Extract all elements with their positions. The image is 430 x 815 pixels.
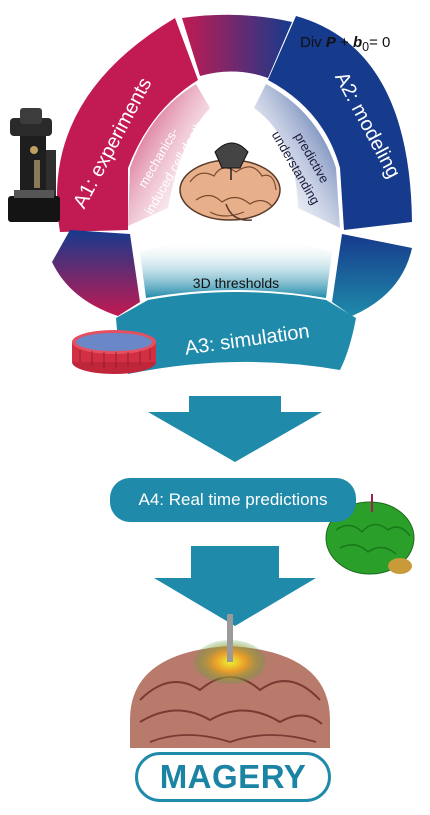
brain-surgery-photo-icon [130,614,330,748]
connector-left [52,230,140,316]
arrow-down-2 [154,546,316,626]
simulation-cylinder-icon [72,330,156,374]
a2-sector [268,16,412,230]
a2-inner-band [254,84,340,228]
a1-sector [56,18,198,232]
brain-with-indenter-icon [179,142,281,221]
microscope-instrument-icon [8,108,60,222]
arrow-down-1 [148,396,322,462]
a4-title: A4: Real time predictions [138,490,328,509]
connector-right [332,234,412,316]
magery-badge: MAGERY [135,752,331,802]
a4-pill: A4: Real time predictions [110,478,356,522]
green-brain-model-icon [325,494,415,575]
a1-inner-band [128,84,210,226]
a3-sublabel: 3D thresholds [193,275,279,291]
a3-sector [116,292,356,374]
brand-name: MAGERY [159,758,307,795]
connector-top [182,14,292,79]
a3-inner-band [140,239,332,298]
equation-label: Div P + b0= 0 [300,34,391,54]
